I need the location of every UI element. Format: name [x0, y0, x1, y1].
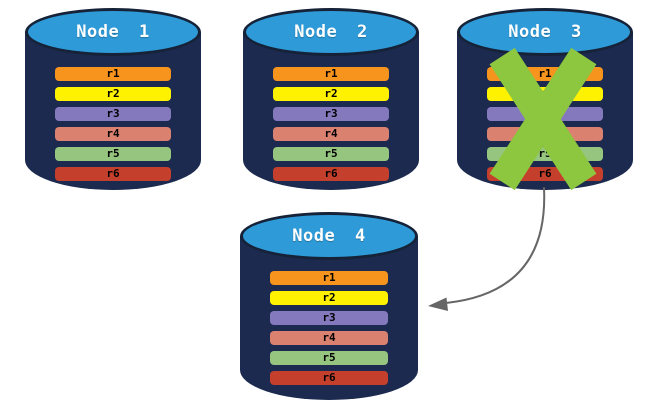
node-2-replica-list: r1 r2 r3 r4 r5 r6 [273, 67, 389, 187]
node-1-cylinder-top: Node 1 [25, 8, 201, 56]
node-3-title: Node 3 [508, 22, 582, 42]
node-1-replica-list: r1 r2 r3 r4 r5 r6 [55, 67, 171, 187]
node-1-title: Node 1 [76, 22, 150, 42]
node-4-title: Node 4 [292, 226, 366, 246]
replica-label: r1 [538, 67, 552, 80]
replica-bar: r5 [273, 147, 389, 161]
replica-label: r1 [324, 67, 338, 80]
replica-label: r6 [538, 167, 552, 180]
node-2-title: Node 2 [294, 22, 368, 42]
replica-label: r5 [322, 351, 336, 364]
replica-label: r1 [106, 67, 120, 80]
replica-bar: r4 [273, 127, 389, 141]
replica-bar: r2 [270, 291, 388, 305]
replica-bar: r4 [270, 331, 388, 345]
replica-bar: r6 [273, 167, 389, 181]
replica-bar: r1 [273, 67, 389, 81]
node-4-replica-list: r1 r2 r3 r4 r5 r6 [270, 271, 388, 391]
replica-label: r6 [324, 167, 338, 180]
node-2-cylinder: r1 r2 r3 r4 r5 r6 Node 2 [243, 8, 419, 190]
node-2-cylinder-top: Node 2 [243, 8, 419, 56]
replica-bar: r1 [55, 67, 171, 81]
replica-label: r4 [106, 127, 120, 140]
replica-bar: r2 [273, 87, 389, 101]
node-4-cylinder-top: Node 4 [240, 212, 418, 260]
replica-bar: r2 [55, 87, 171, 101]
replica-label: r2 [106, 87, 120, 100]
failover-arrow-line [445, 187, 546, 304]
replica-bar: r5 [270, 351, 388, 365]
replica-bar: r3 [55, 107, 171, 121]
node-failure-x-icon [489, 45, 596, 192]
replica-bar: r1 [270, 271, 388, 285]
replica-bar: r6 [55, 167, 171, 181]
replica-label: r3 [322, 311, 336, 324]
failover-arrowhead-icon [428, 297, 448, 311]
node-1-cylinder: r1 r2 r3 r4 r5 r6 Node 1 [25, 8, 201, 190]
replica-label: r5 [324, 147, 338, 160]
replica-label: r6 [106, 167, 120, 180]
node-3-cylinder-top: Node 3 [457, 8, 633, 56]
replica-label: r2 [322, 291, 336, 304]
replica-label: r1 [322, 271, 336, 284]
node-4-cylinder: r1 r2 r3 r4 r5 r6 Node 4 [240, 212, 418, 400]
replica-bar: r3 [273, 107, 389, 121]
replica-label: r5 [106, 147, 120, 160]
replica-label: r4 [322, 331, 336, 344]
replica-bar: r4 [55, 127, 171, 141]
replica-bar: r3 [270, 311, 388, 325]
replica-label: r3 [324, 107, 338, 120]
replica-label: r2 [324, 87, 338, 100]
replica-label: r3 [106, 107, 120, 120]
replica-label: r6 [322, 371, 336, 384]
replica-bar: r6 [270, 371, 388, 385]
replica-bar: r5 [55, 147, 171, 161]
node-3-cylinder: r1 r2 r3 r4 r5 r6 Node 3 [457, 8, 633, 190]
replica-label: r4 [324, 127, 338, 140]
